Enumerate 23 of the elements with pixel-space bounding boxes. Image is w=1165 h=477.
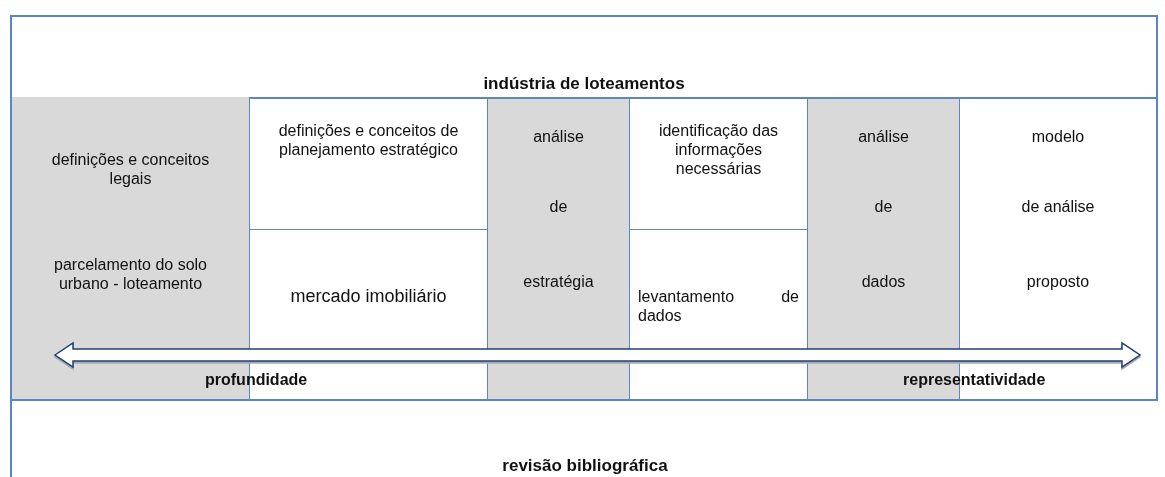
label-text: de	[873, 197, 894, 216]
label-text: identificação das informações necessárias	[657, 121, 780, 178]
column-panel	[630, 97, 809, 231]
column-panel	[630, 230, 809, 401]
heading-text: indústria de loteamentos	[482, 74, 686, 93]
label-text: de	[548, 197, 569, 216]
band-panel	[10, 15, 1158, 98]
heading-text: revisão bibliográfica	[501, 456, 669, 475]
label-text: de análise	[1020, 197, 1096, 216]
column-panel	[488, 97, 631, 401]
label-text: definições e conceitos legais	[50, 150, 211, 188]
label-text: dados	[860, 272, 907, 291]
label-text: modelo	[1030, 127, 1086, 146]
label-text: mercado imobiliário	[289, 287, 448, 306]
label-text: análise	[532, 127, 585, 146]
column-panel	[250, 97, 489, 231]
label-text: proposto	[1025, 272, 1091, 291]
label-text: definições e conceitos de planejamento estratégico	[277, 121, 460, 159]
label-text: parcelamento do solo urbano - loteamento	[53, 255, 208, 293]
band-panel	[10, 399, 1158, 477]
label-text: estratégia	[522, 272, 595, 291]
label-text: levantamento de dados	[638, 287, 799, 325]
label-text: análise	[857, 127, 910, 146]
